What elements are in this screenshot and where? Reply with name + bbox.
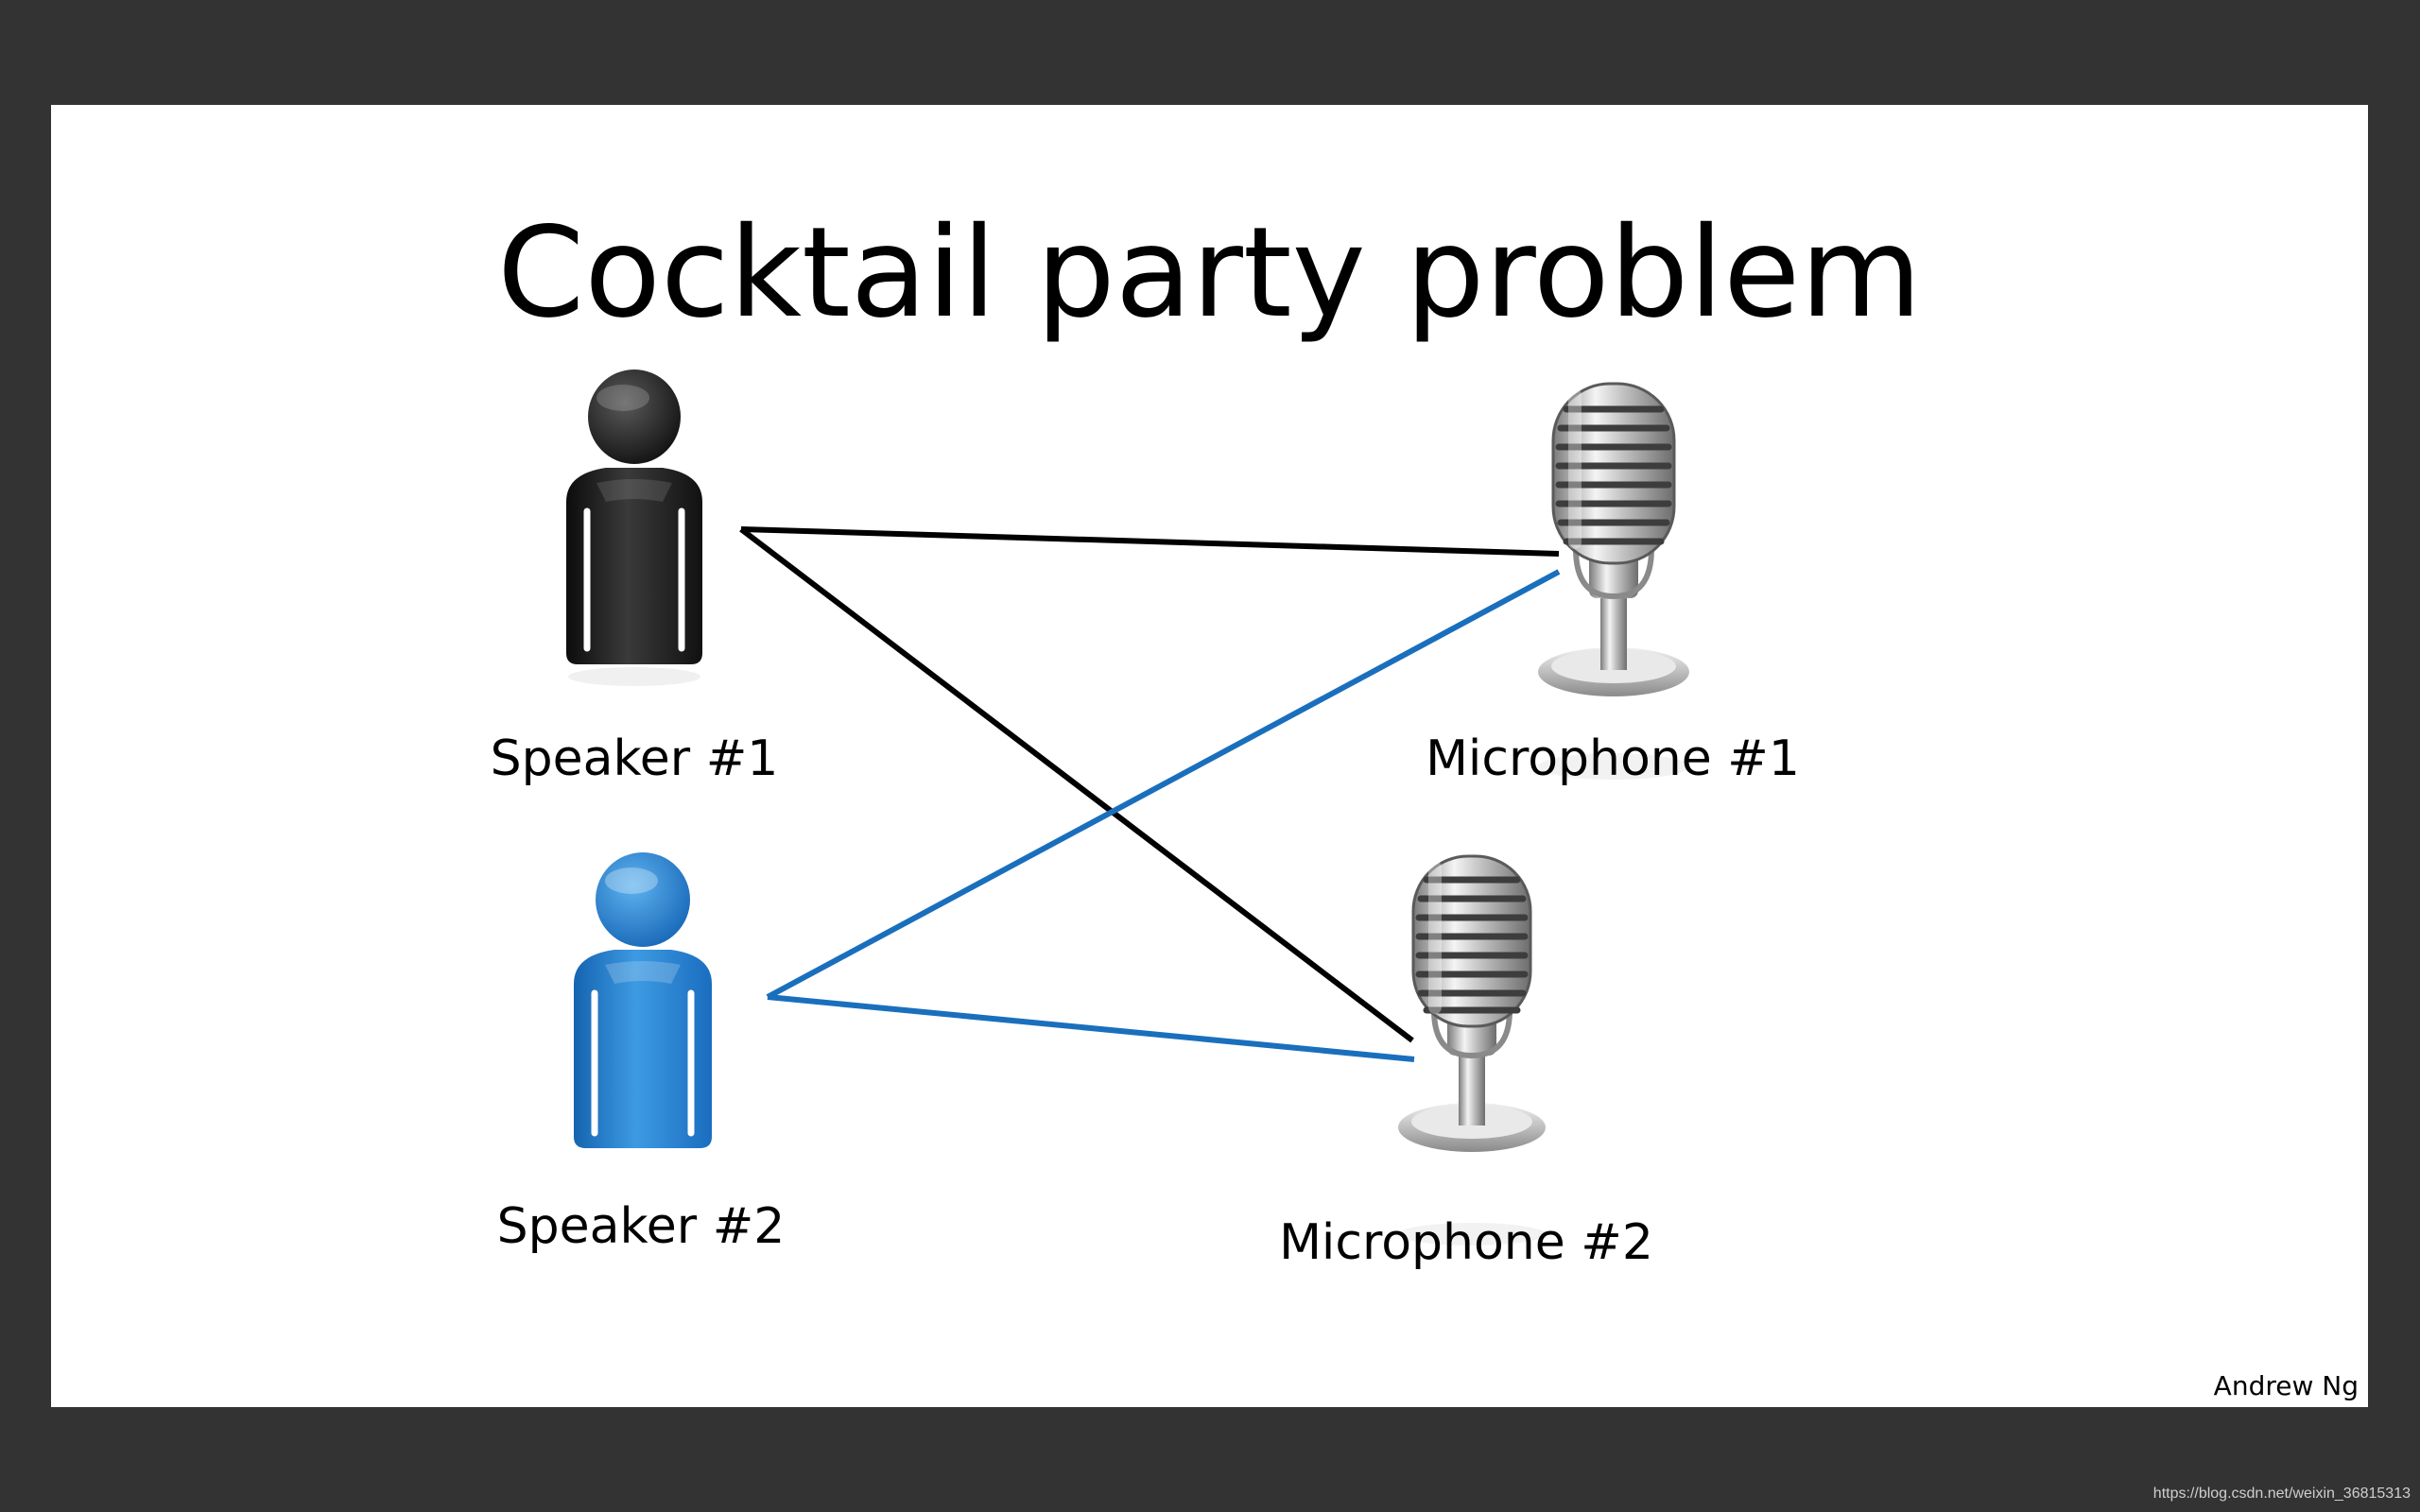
slide: Cocktail party problem Speaker #1 Speake…: [51, 105, 2368, 1407]
person-icon: [566, 369, 702, 686]
connection-lines: [739, 526, 1561, 1062]
link-speaker1-mic1: [740, 526, 1560, 557]
microphone-2-label: Microphone #2: [1279, 1214, 1653, 1271]
slide-title: Cocktail party problem: [497, 200, 1922, 346]
link-speaker2-mic2: [767, 994, 1415, 1062]
link-speaker1-mic2: [739, 526, 1414, 1043]
speaker-2-label: Speaker #2: [496, 1198, 786, 1255]
speaker-1-label: Speaker #1: [490, 730, 779, 787]
microphone-icon: [1398, 854, 1546, 1246]
link-speaker2-mic1: [766, 569, 1561, 1000]
microphone-icon: [1538, 382, 1689, 780]
watermark-url: https://blog.csdn.net/weixin_36815313: [2152, 1486, 2411, 1502]
author-credit: Andrew Ng: [2213, 1370, 2359, 1401]
microphone-1-label: Microphone #1: [1426, 730, 1800, 787]
diagram-canvas: [566, 369, 1689, 1246]
person-icon: [574, 852, 712, 1148]
